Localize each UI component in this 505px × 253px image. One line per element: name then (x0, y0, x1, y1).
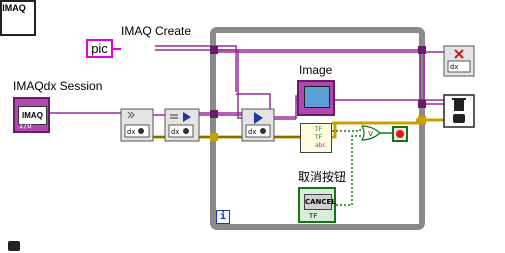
stop-condition-terminal[interactable] (392, 126, 408, 142)
tunnel-right-mid (418, 100, 426, 108)
close-x-icon (454, 49, 464, 59)
svg-text:dx: dx (127, 128, 135, 136)
imaqdx-session-label: IMAQdx Session (13, 79, 103, 93)
image-display-icon (304, 86, 330, 108)
imaq-create-badge-icon (8, 241, 20, 251)
error-loop-wire (332, 120, 426, 125)
svg-text:dx: dx (248, 128, 256, 136)
imaqdx-configure-node[interactable]: dx (164, 108, 200, 142)
cancel-label: 取消按钮 (298, 170, 347, 184)
session-inner-text: IMAQ (18, 106, 47, 125)
pic-string-constant[interactable]: pic (86, 39, 113, 58)
cancel-tf-text: TF (309, 212, 318, 220)
loop-iteration-terminal: i (216, 210, 230, 224)
imaq-create-node[interactable]: IMAQ (0, 0, 36, 251)
tunnel-left-err (210, 133, 218, 141)
imaqdx-close-node[interactable]: dx (443, 45, 475, 77)
image-label: Image (299, 63, 333, 77)
imaq-dispose-node[interactable] (443, 94, 475, 128)
or-gate[interactable] (360, 125, 381, 141)
tunnel-left-top (210, 46, 218, 54)
tunnel-right-err (418, 116, 426, 124)
session-io-text: I/O (19, 122, 32, 130)
trash-icon (454, 100, 464, 111)
while-loop-frame[interactable] (210, 27, 425, 230)
image-indicator[interactable] (297, 80, 335, 116)
stop-icon (396, 130, 404, 138)
unbundle-row: TF (315, 134, 323, 141)
imaq-create-text: IMAQ (2, 3, 26, 13)
session-wire (50, 112, 250, 116)
imaq-create-label: IMAQ Create (121, 24, 192, 38)
imaqdx-session-control[interactable]: IMAQ I/O (13, 97, 50, 133)
imaqdx-config-node[interactable]: dx (120, 108, 154, 142)
imaqdx-grab-node[interactable]: dx (241, 108, 275, 142)
cancel-button-control[interactable]: CANCEL TF (298, 187, 336, 223)
unbundle-row: TF (315, 126, 323, 133)
svg-text:dx: dx (450, 63, 458, 71)
or-gate-symbol: v (368, 129, 374, 139)
unbundle-node[interactable]: TF TF abc (300, 123, 332, 153)
session-loop-wire (274, 95, 448, 120)
cancel-button-text: CANCEL (304, 194, 336, 210)
tunnel-right-top (418, 46, 426, 54)
tunnel-left-mid (210, 110, 218, 118)
svg-text:dx: dx (171, 128, 179, 136)
bool-status-wire (332, 129, 364, 132)
bool-cancel-wire (336, 135, 364, 206)
unbundle-row: abc (315, 142, 326, 149)
